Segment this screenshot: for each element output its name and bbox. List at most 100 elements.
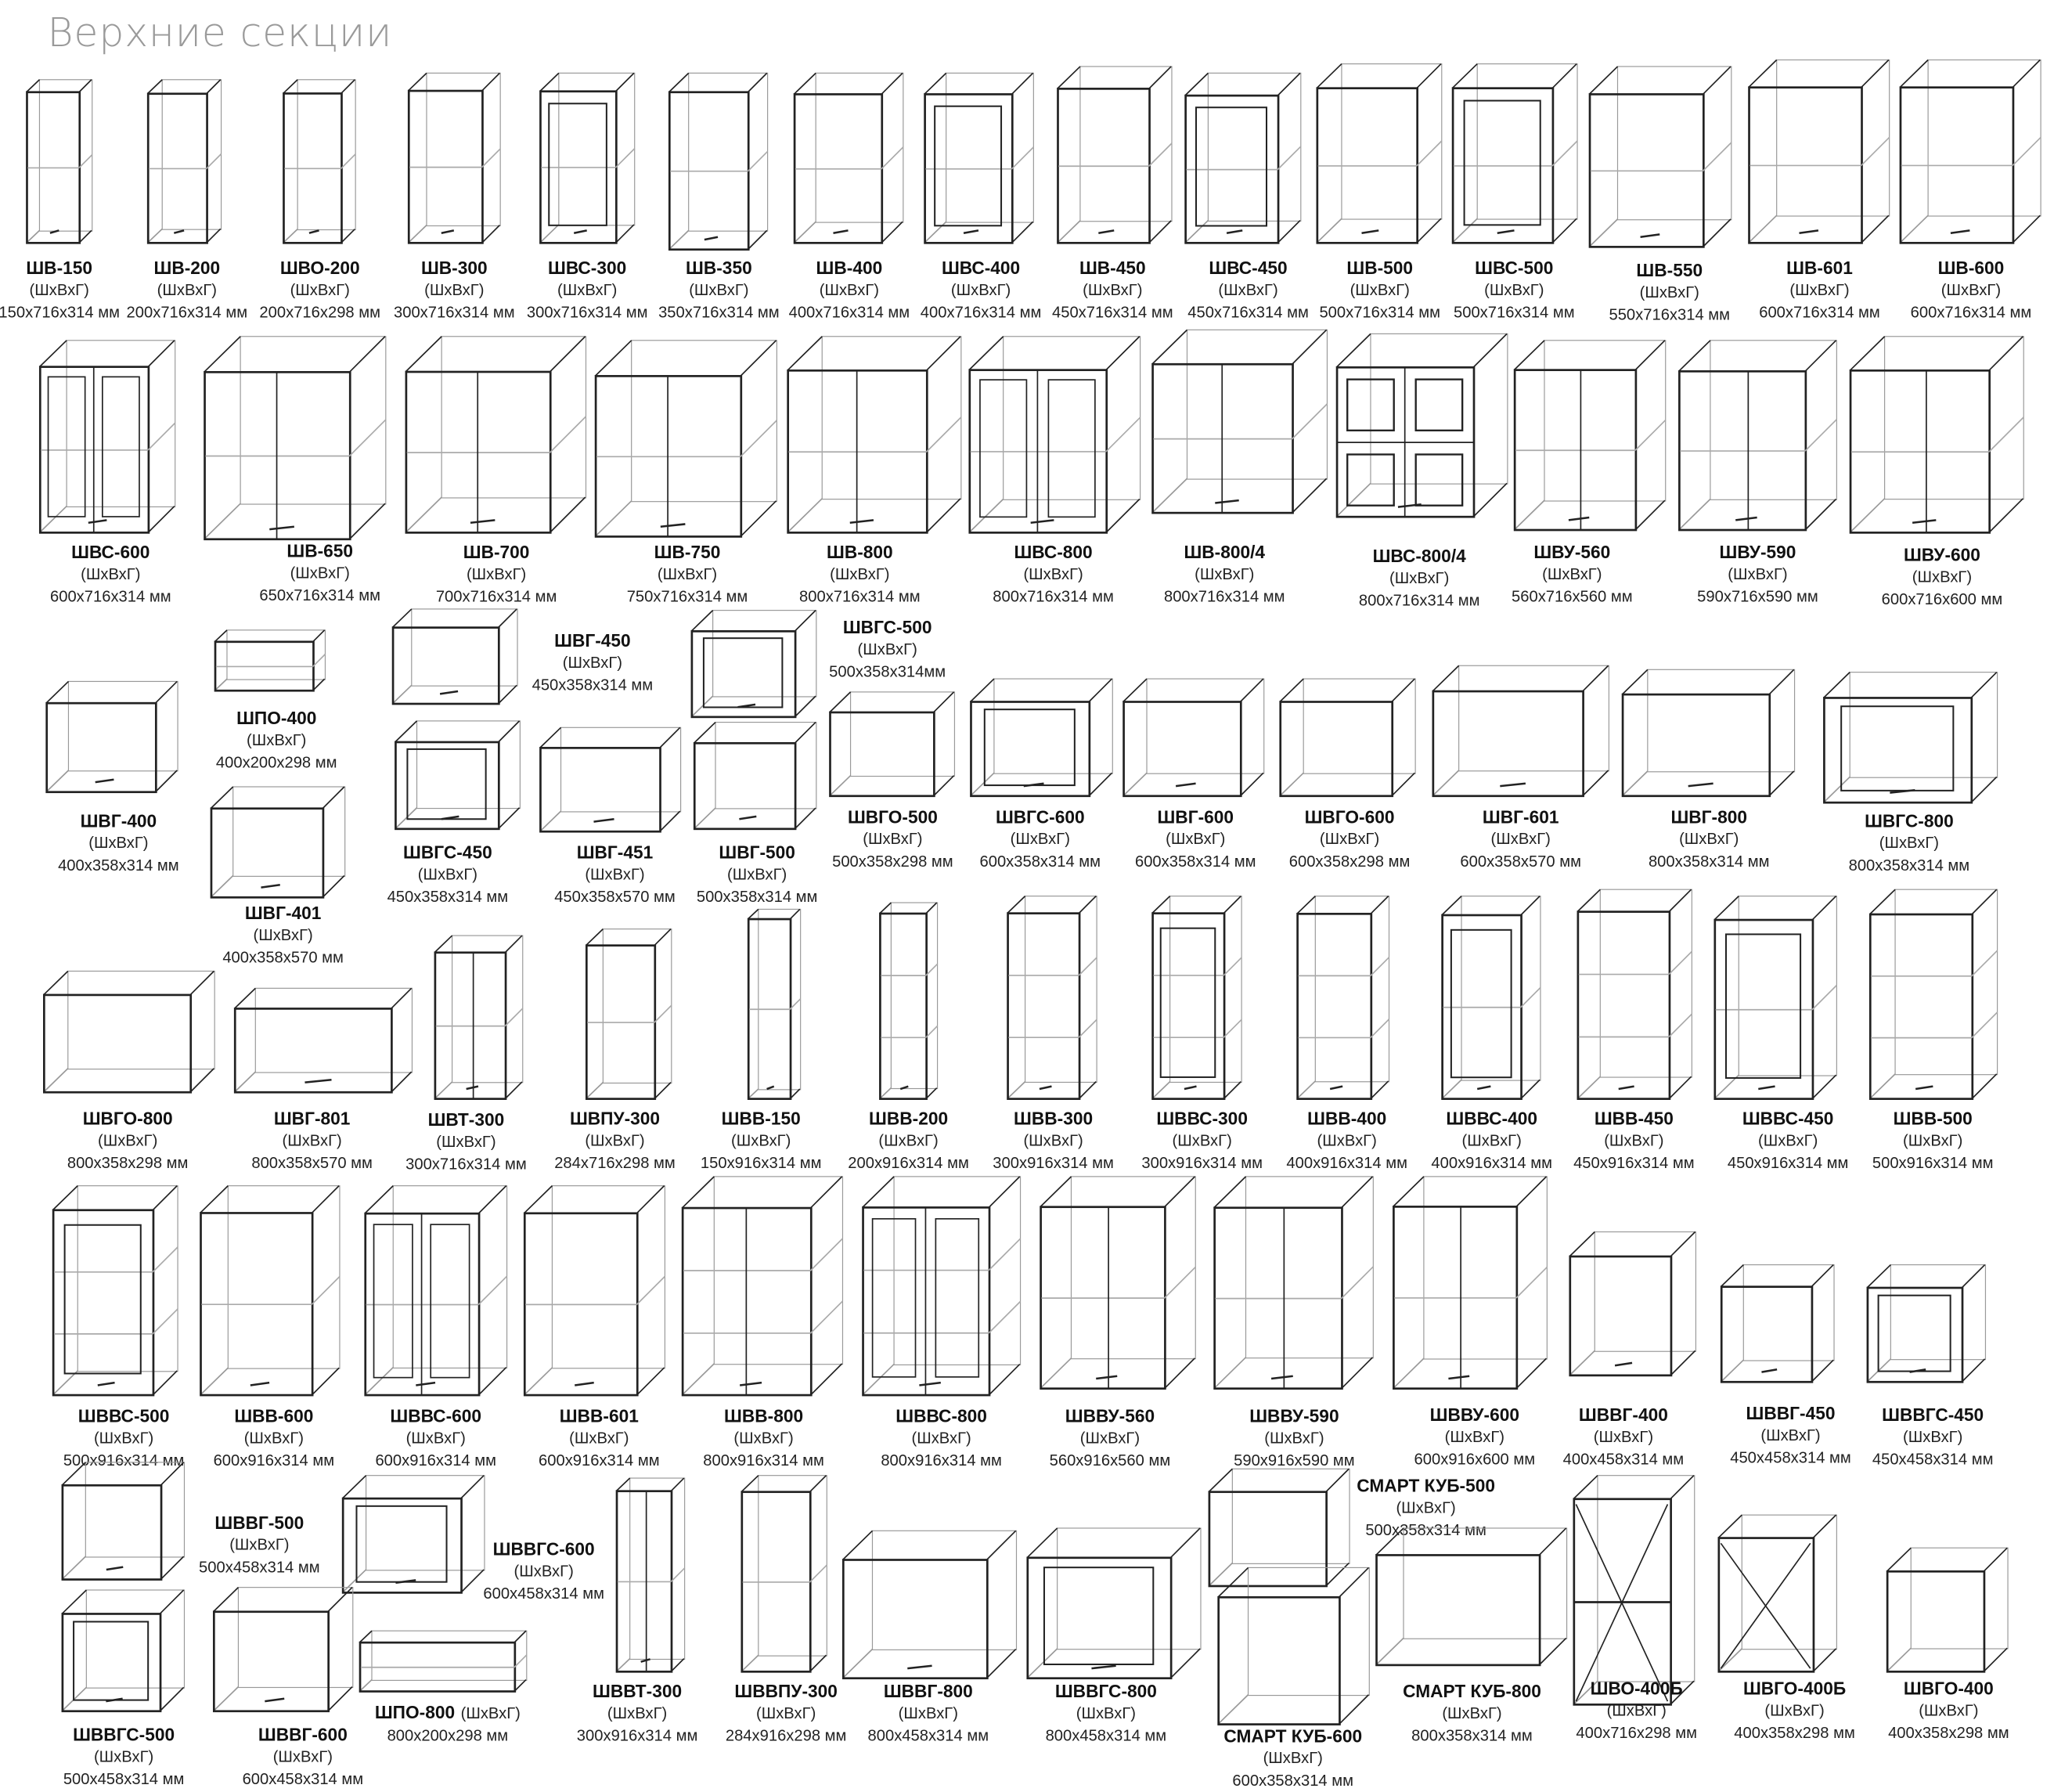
cabinet-name: ШВВГ-500 <box>214 1513 304 1533</box>
dims-caption: (ШхВхГ) <box>1461 1130 1522 1150</box>
cabinet-name: ШВ-800/4 <box>1184 542 1266 563</box>
cabinet-label: ШВС-300(ШхВхГ)300x716x314 мм <box>488 257 686 324</box>
cabinet-name: ШВГ-451 <box>576 842 654 863</box>
cabinet-label: ШВ-750(ШхВхГ)750x716x314 мм <box>589 541 786 608</box>
cabinet-drawing <box>523 1185 666 1397</box>
cabinet-drawing <box>878 902 939 1100</box>
dims-caption: (ШхВхГ) <box>1604 1130 1664 1150</box>
cabinet-drawing <box>1007 895 1097 1100</box>
dims-caption: (ШхВхГ) <box>1166 829 1226 849</box>
cabinet-dimensions: 400x358x314 мм <box>58 856 179 874</box>
dims-caption: (ШхВхГ) <box>1350 280 1410 299</box>
dims-caption: (ШхВхГ) <box>1542 564 1602 584</box>
cabinet-name: ШВВГ-400 <box>1578 1404 1668 1425</box>
cabinet-name: ШВ-350 <box>686 258 752 278</box>
cabinet-dimensions: 150x716x314 мм <box>0 302 120 322</box>
cabinet-dimensions: 500x358x314 мм <box>1365 1520 1486 1540</box>
cabinet-dimensions: 500x358x298 мм <box>832 852 953 871</box>
dims-caption: (ШхВхГ) <box>1317 1130 1377 1150</box>
cabinet-dimensions: 500x358x314 мм <box>696 887 818 907</box>
dims-caption: (ШхВхГ) <box>1195 564 1255 584</box>
cabinet-name: ШВВС-300 <box>1156 1109 1248 1129</box>
cabinet-drawing <box>1677 340 1837 532</box>
dims-caption: (ШхВхГ) <box>1679 829 1739 849</box>
cabinet-drawing <box>405 336 587 534</box>
dims-caption: (ШхВхГ) <box>1760 1426 1821 1445</box>
cabinet-dimensions: 400x716x314 мм <box>788 302 910 322</box>
dims-caption: (ШхВхГ) <box>1903 1130 1963 1150</box>
cabinet-drawing <box>1296 895 1390 1100</box>
cabinet-dimensions: 750x716x314 мм <box>626 587 748 606</box>
cabinet-name: ШПО-400 <box>236 708 317 729</box>
cabinet-drawing <box>1573 1475 1695 1706</box>
cabinet-drawing <box>1868 889 1998 1100</box>
dims-caption: (ШхВхГ) <box>1728 564 1788 584</box>
cabinet-dimensions: 560x916x560 мм <box>1049 1451 1171 1470</box>
cabinet-name: ШВВГС-450 <box>1882 1404 1984 1425</box>
cabinet-dimensions: 800x716x314 мм <box>993 587 1114 606</box>
dims-caption: (ШхВхГ) <box>93 1428 154 1448</box>
cabinet-label: ШВГ-801(ШхВхГ)800x358x570 мм <box>213 1108 410 1175</box>
dims-caption: (ШхВхГ) <box>1919 1701 1979 1720</box>
dims-caption: (ШхВхГ) <box>1442 1704 1502 1723</box>
cabinet-drawing <box>1375 1527 1568 1667</box>
cabinet-name: ШВВГС-600 <box>492 1539 595 1559</box>
cabinet-label: ШВВТ-300(ШхВхГ)300x916x314 мм <box>539 1680 736 1747</box>
dims-caption: (ШхВхГ) <box>1076 1704 1137 1723</box>
cabinet-name: ШВ-400 <box>816 258 883 278</box>
cabinet-name: ШВ-200 <box>153 258 221 278</box>
cabinet-drawing <box>968 336 1141 534</box>
dims-caption: (ШхВхГ) <box>755 1704 816 1723</box>
cabinet-label: ШВВС-400(ШхВхГ)400x916x314 мм <box>1393 1108 1591 1175</box>
cabinet-name: ШВГО-800 <box>82 1109 173 1129</box>
cabinet-name: ШВГС-450 <box>403 842 492 863</box>
cabinet-dimensions: 550x716x314 мм <box>1609 305 1731 324</box>
cabinet-label: ШВГ-800(ШхВхГ)800x358x314 мм <box>1610 806 1807 873</box>
cabinet-dimensions: 300x916x314 мм <box>993 1153 1114 1172</box>
cabinet-name: ШВГ-600 <box>1157 807 1234 827</box>
cabinet-label: ШВГС-800(ШхВхГ)800x358x314 мм <box>1811 809 2008 877</box>
cabinet-drawing <box>1713 895 1837 1100</box>
cabinet-drawing <box>200 1185 341 1397</box>
cabinet-drawing <box>407 72 501 244</box>
cabinet-drawing <box>1057 66 1173 244</box>
dims-caption: (ШхВхГ) <box>830 564 890 584</box>
cabinet-name: ШВ-601 <box>1786 258 1853 278</box>
cabinet-drawing <box>52 1185 178 1397</box>
dims-caption: (ШхВхГ) <box>1263 1748 1323 1768</box>
cabinet-name: ШВ-450 <box>1079 258 1146 278</box>
cabinet-dimensions: 600x358x570 мм <box>1460 852 1582 871</box>
cabinet-name: ШВВГ-800 <box>883 1681 973 1702</box>
cabinet-name: ШВВ-150 <box>721 1109 801 1129</box>
cabinet-dimensions: 200x716x314 мм <box>126 302 248 322</box>
cabinet-name: ШВ-550 <box>1636 261 1703 281</box>
cabinet-label: ШВ-550(ШхВхГ)550x716x314 мм <box>1571 259 1768 326</box>
cabinet-dimensions: 800x358x314 мм <box>1848 856 1970 874</box>
cabinet-label: ШВТ-300(ШхВхГ)300x716x314 мм <box>367 1109 564 1176</box>
cabinet-label: ШВГ-451(ШхВхГ)450x358x570 мм <box>516 842 713 909</box>
cabinet-name: ШВГО-600 <box>1304 807 1395 827</box>
dims-caption: (ШхВхГ) <box>417 865 478 884</box>
cabinet-drawing <box>1432 665 1609 798</box>
cabinet-dimensions: 800x200x298 мм <box>387 1726 509 1745</box>
cabinet-dimensions: 500x916x314 мм <box>63 1451 185 1470</box>
cabinet-drawing <box>1335 333 1508 518</box>
cabinet-drawing <box>693 721 817 831</box>
cabinet-dimensions: 200x716x298 мм <box>259 302 381 322</box>
cabinet-name: ШВГ-500 <box>719 842 795 863</box>
cabinet-dimensions: 300x716x314 мм <box>405 1155 527 1174</box>
cabinet-dimensions: 600x358x314 мм <box>979 852 1101 871</box>
dims-caption: (ШхВхГ) <box>1023 564 1083 584</box>
cabinet-drawing <box>841 1530 1018 1680</box>
dims-caption: (ШхВхГ) <box>726 865 787 884</box>
cabinet-name: ШВ-600 <box>1937 258 2005 278</box>
cabinet-label: ШВГС-500(ШхВхГ)500x358x314мм <box>789 616 986 683</box>
dims-caption: (ШхВхГ) <box>1396 1498 1456 1517</box>
cabinet-label: ШВВС-450(ШхВхГ)450x916x314 мм <box>1689 1108 1886 1175</box>
dims-caption: (ШхВхГ) <box>1389 568 1450 588</box>
dims-caption: (ШхВхГ) <box>857 640 917 658</box>
cabinet-drawing <box>1316 63 1443 244</box>
cabinet-label: ШВУ-590(ШхВхГ)590x716x590 мм <box>1659 541 1856 608</box>
cabinet-name: ШВО-400Б <box>1590 1678 1683 1699</box>
cabinet-label: ШВ-200(ШхВхГ)200x716x314 мм <box>88 257 286 324</box>
